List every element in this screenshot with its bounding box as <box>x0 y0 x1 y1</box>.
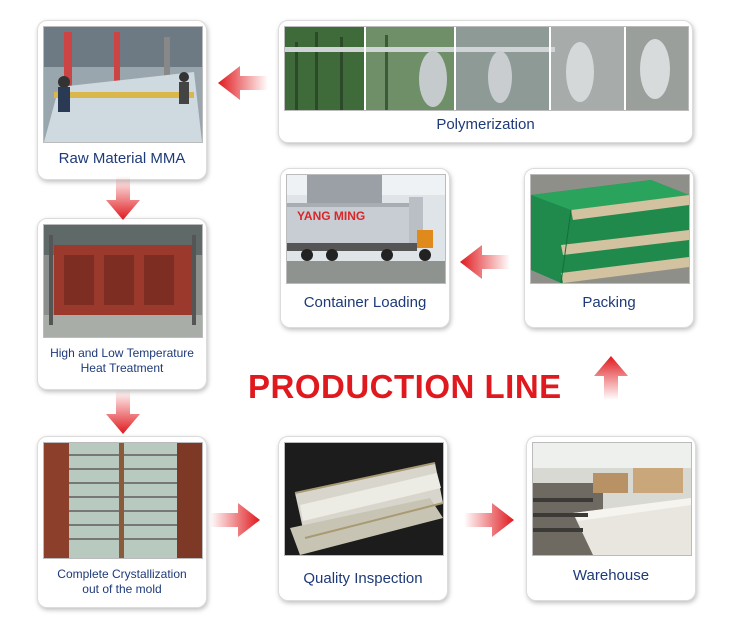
raw-material-photo <box>43 26 203 143</box>
warehouse-photo <box>532 442 692 556</box>
heat-treatment-label-line1: High and Low Temperature <box>50 346 194 360</box>
heat-treatment-label: High and Low Temperature Heat Treatment <box>38 346 206 376</box>
container-loading-photo: YANG MING <box>286 174 446 284</box>
arrow-down-icon <box>106 390 140 434</box>
packing-label: Packing <box>582 294 636 311</box>
packing-photo <box>530 174 690 284</box>
quality-inspection-photo <box>284 442 444 556</box>
step-packing: Packing <box>524 168 694 328</box>
crystallization-label-line1: Complete Crystallization <box>57 567 187 581</box>
quality-inspection-label: Quality Inspection <box>303 570 423 587</box>
step-polymerization: Polymerization <box>278 20 693 143</box>
step-heat-treatment: High and Low Temperature Heat Treatment <box>37 218 207 390</box>
step-quality-inspection: Quality Inspection <box>278 436 448 601</box>
diagram-title: PRODUCTION LINE <box>248 368 562 405</box>
heat-treatment-photo <box>43 224 203 338</box>
crystallization-label: Complete Crystallization out of the mold <box>38 567 206 597</box>
arrow-left-icon <box>460 245 510 279</box>
arrow-down-icon <box>106 176 140 220</box>
raw-material-label: Raw Material MMA <box>58 150 186 167</box>
arrow-right-icon <box>464 503 514 537</box>
crystallization-label-line2: out of the mold <box>82 582 162 596</box>
arrow-left-icon <box>218 66 268 100</box>
step-container-loading: YANG MING Container Loading <box>280 168 450 328</box>
crystallization-photo <box>43 442 203 559</box>
polymerization-label: Polymerization <box>436 116 535 133</box>
heat-treatment-label-line2: Heat Treatment <box>80 361 164 375</box>
polymerization-photo <box>284 26 689 111</box>
step-crystallization: Complete Crystallization out of the mold <box>37 436 207 608</box>
arrow-right-icon <box>210 503 260 537</box>
step-warehouse: Warehouse <box>526 436 696 601</box>
truck-brand-text: YANG MING <box>297 209 365 223</box>
container-loading-label: Container Loading <box>303 294 427 311</box>
warehouse-label: Warehouse <box>572 567 650 584</box>
step-raw-material: Raw Material MMA <box>37 20 207 180</box>
arrow-up-icon <box>594 356 628 400</box>
